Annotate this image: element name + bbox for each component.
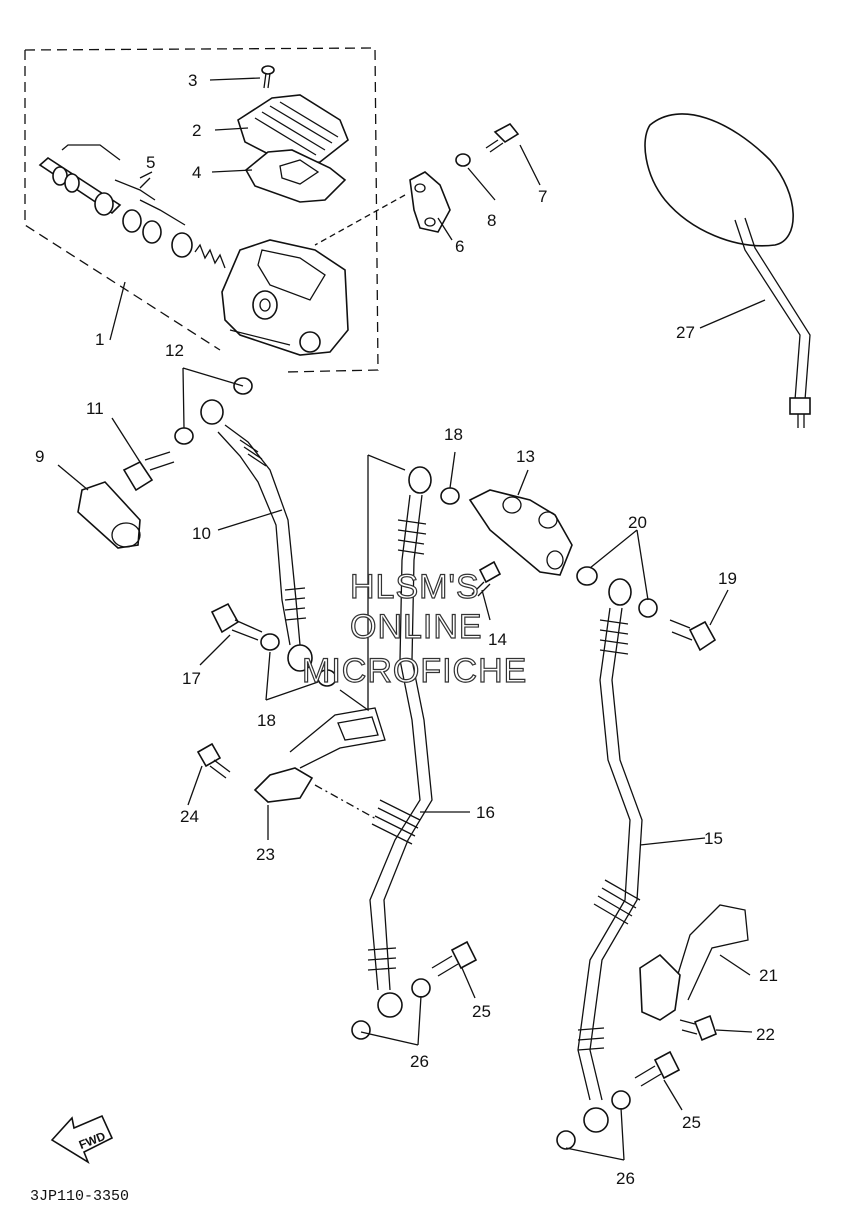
callout-8: 8 (487, 211, 496, 230)
part-4-diaphragm (244, 149, 347, 203)
callout-15: 15 (704, 829, 723, 848)
part-23-hose-guide (253, 707, 386, 803)
callout-3: 3 (188, 71, 197, 90)
part-10-brake-hose (200, 399, 313, 672)
callout-27: 27 (676, 323, 695, 342)
part-26-washer-c (556, 1130, 576, 1150)
part-14-bolt (471, 560, 502, 597)
part-6-clamp (314, 171, 451, 246)
part-11-bleed-screw (122, 451, 175, 492)
part-18-washer-c (440, 487, 460, 505)
callout-23: 23 (256, 845, 275, 864)
part-20-washer-b (638, 598, 658, 618)
callout-1: 1 (95, 330, 104, 349)
part-18-washer-a (260, 633, 280, 651)
assembly-boundary (24, 47, 379, 373)
callout-14: 14 (488, 630, 507, 649)
callout-6: 6 (455, 237, 464, 256)
part-1-master-cylinder (221, 239, 349, 356)
fwd-arrow-icon: FWD (50, 1114, 114, 1164)
watermark-line-1: HLSM'S (350, 568, 480, 606)
callout-13: 13 (516, 447, 535, 466)
part-12-washer-b (174, 427, 194, 445)
callout-5: 5 (146, 153, 155, 172)
callout-20: 20 (628, 513, 647, 532)
part-26-washer-a (351, 1020, 371, 1040)
part-27-mirror (644, 113, 811, 428)
callout-2: 2 (192, 121, 201, 140)
drawing-code: 3JP110-3350 (30, 1188, 129, 1205)
part-20-washer-a (576, 566, 598, 586)
callout-9: 9 (35, 447, 44, 466)
callout-12: 12 (165, 341, 184, 360)
watermark-line-2: ONLINE (350, 608, 483, 646)
callout-19: 19 (718, 569, 737, 588)
callout-18-top: 18 (444, 425, 463, 444)
leader-lines (57, 77, 766, 1161)
callout-24: 24 (180, 807, 199, 826)
callout-26-left: 26 (410, 1052, 429, 1071)
part-2-reservoir-cap (237, 94, 349, 166)
part-16-brake-hose (314, 454, 433, 1018)
callout-7: 7 (538, 187, 547, 206)
callout-4: 4 (192, 163, 201, 182)
callout-18-bottom: 18 (257, 711, 276, 730)
callout-11: 11 (86, 399, 104, 418)
part-8-washer (455, 153, 471, 167)
part-25-bolt-b (634, 1050, 681, 1087)
callout-17: 17 (182, 669, 201, 688)
callout-10: 10 (192, 524, 211, 543)
part-3-screw (261, 65, 275, 89)
part-17-bolt (210, 602, 263, 641)
part-7-bolt (485, 122, 520, 153)
callout-25-right: 25 (682, 1113, 701, 1132)
callout-21: 21 (759, 966, 778, 985)
part-5-piston-kit (38, 144, 226, 269)
part-24-bolt (196, 742, 231, 779)
part-15-brake-hose (577, 578, 643, 1133)
callout-22: 22 (756, 1025, 775, 1044)
part-26-washer-d (611, 1090, 631, 1110)
part-19-bolt (669, 619, 717, 652)
part-22-bolt (679, 1014, 717, 1042)
callout-25-left: 25 (472, 1002, 491, 1021)
part-21-hose-guide (639, 904, 749, 1021)
part-9-cap (77, 481, 141, 549)
part-18-washer-b (317, 669, 337, 687)
part-25-bolt-a (431, 940, 478, 977)
callout-26-right: 26 (616, 1169, 635, 1188)
part-26-washer-b (411, 978, 431, 998)
part-13-joint (468, 489, 573, 576)
watermark-line-3: MICROFICHE (302, 652, 527, 690)
callout-16: 16 (476, 803, 495, 822)
